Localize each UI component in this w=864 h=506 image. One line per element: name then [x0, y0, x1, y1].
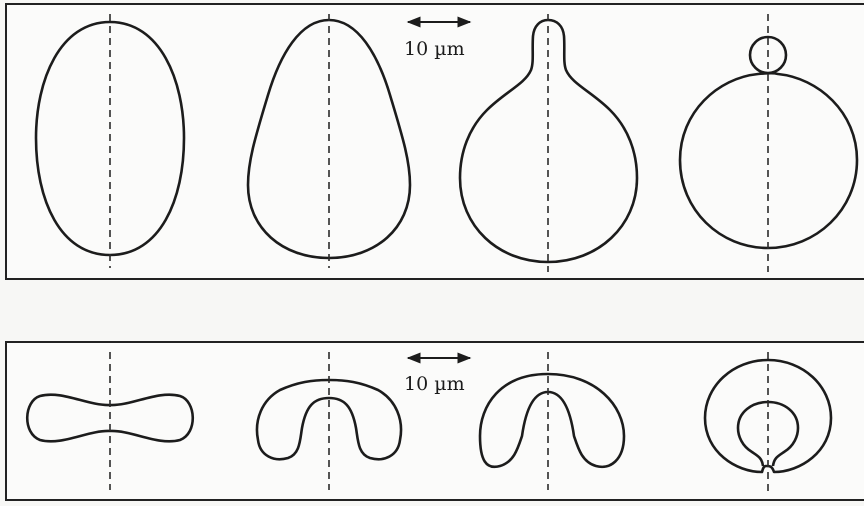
horseshoe-vesicle [480, 374, 624, 467]
scale-bar-bottom-label: 10 µm [404, 373, 465, 395]
scale-bar-top-label: 10 µm [404, 38, 465, 60]
